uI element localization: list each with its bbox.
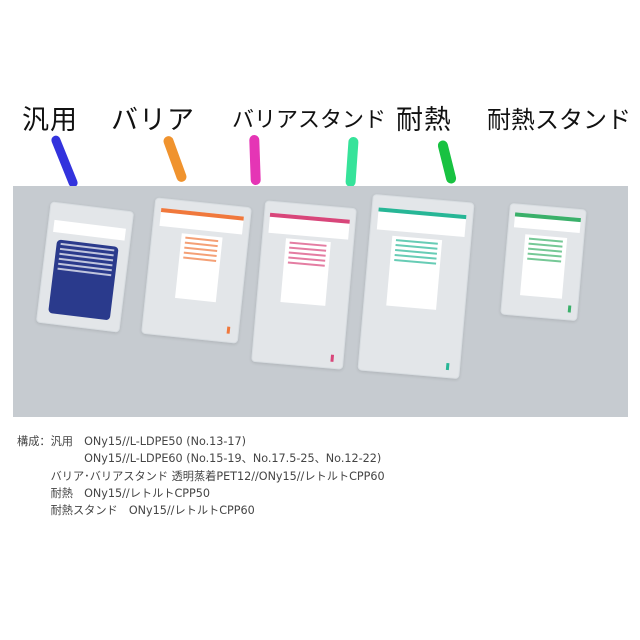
marker-stroke-pink <box>249 134 261 186</box>
bag-label-card <box>174 233 223 303</box>
bag-header <box>159 208 245 235</box>
bag-barrier <box>141 197 252 344</box>
bag-tab <box>567 305 572 313</box>
label-barrier: バリア <box>111 105 195 136</box>
bag-header <box>52 219 127 241</box>
marker-stroke-green <box>436 139 458 185</box>
label-heat-resistant: 耐熱 <box>396 105 452 136</box>
bag-header <box>376 207 467 237</box>
product-photo <box>13 186 628 417</box>
bag-barrier-stand <box>251 200 357 370</box>
label-general: 汎用 <box>22 105 78 136</box>
spec-line: 耐熱スタンド ONy15//レトルトCPP60 <box>17 504 255 518</box>
marker-stroke-mint <box>345 136 359 188</box>
bag-header <box>513 211 581 233</box>
bag-header <box>268 212 350 240</box>
bag-heat-resistant <box>357 193 475 380</box>
spec-line: 構成：汎用 ONy15//L-LDPE50 (No.13-17) <box>17 435 247 448</box>
spec-line: ONy15//L-LDPE60 (No.15-19、No.17.5-25、No.… <box>17 452 382 466</box>
bag-label-card <box>47 239 119 321</box>
spec-line: バリア･バリアスタンド 透明蒸着PET12//ONy15//レトルトCPP60 <box>17 469 385 483</box>
bag-label-card <box>280 238 332 307</box>
bag-tab <box>330 354 335 362</box>
bag-general <box>35 201 135 333</box>
composition-spec: 構成：汎用 ONy15//L-LDPE50 (No.13-17) ONy15//… <box>17 433 385 519</box>
bag-tab <box>445 362 450 371</box>
marker-stroke-orange <box>162 134 188 184</box>
bag-heat-resistant-stand <box>500 202 587 322</box>
label-barrier-stand: バリアスタンド <box>232 108 387 133</box>
label-heat-resistant-stand: 耐熱スタンド <box>487 106 631 134</box>
bag-tab <box>226 326 231 334</box>
marker-stroke-blue <box>50 134 79 189</box>
bag-label-card <box>519 233 567 299</box>
spec-line: 耐熱 ONy15//レトルトCPP50 <box>17 486 210 500</box>
bag-label-card <box>386 235 443 310</box>
